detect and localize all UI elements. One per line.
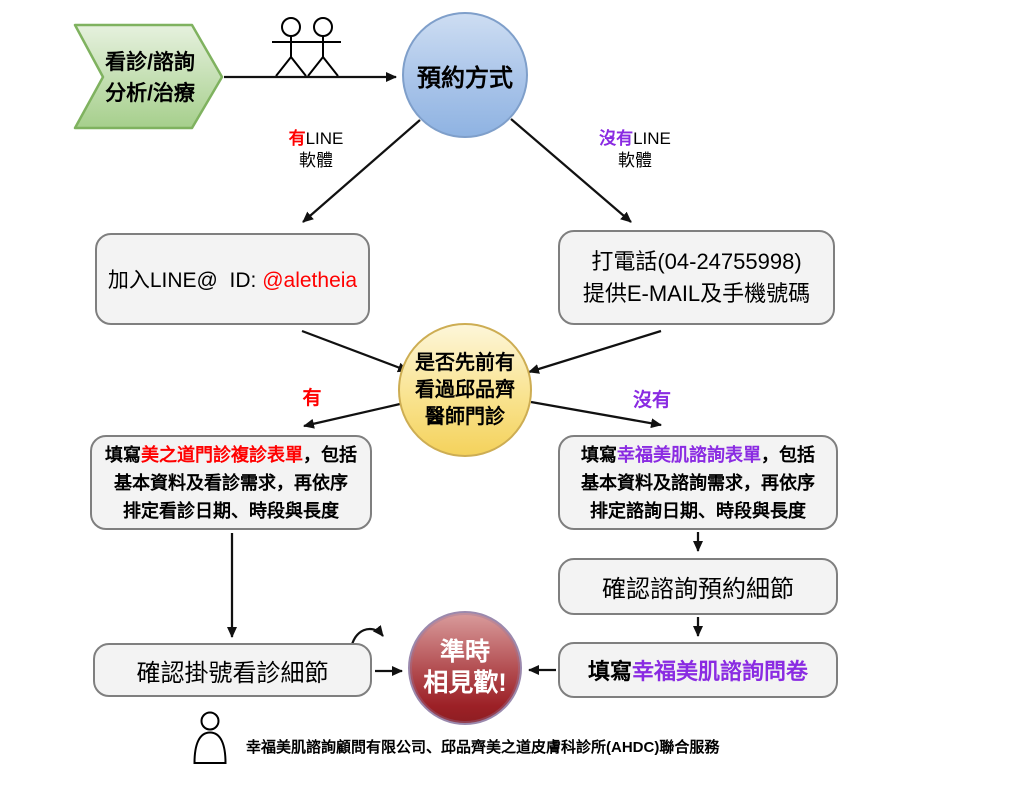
phone-line2: 提供E-MAIL及手機號碼 [582,280,811,306]
confirm-visit-box: 確認掛號看診細節 [93,643,372,697]
has-line-line2: 軟體 [299,151,333,170]
decision-circle: 是否先前有 看過邱品齊 醫師門診 [398,323,532,457]
footer-text: 幸福美肌諮詢顧問有限公司、邱品齊美之道皮膚科診所(AHDC)聯合服務 [246,739,720,756]
arrow-line-to-decision [301,329,409,373]
revisit-form-box: 填寫美之道門診複診表單，包括 基本資料及看診需求，再依序 排定看診日期、時段與長… [90,435,372,530]
person-icon [193,711,227,764]
revisit-suffix: ，包括 [303,444,357,465]
arrow-booking-to-phone [510,118,632,223]
no-line-highlight: 沒有 [599,129,634,148]
revisit-line2: 基本資料及看診需求，再依序 [114,472,348,493]
no-line-label: 沒有LINE 軟體 [580,128,690,172]
people-icon [272,17,341,77]
revisit-highlight: 美之道門診複診表單 [141,444,303,465]
join-line-prefix: 加入LINE@ ID: [107,269,263,292]
no-label: 沒有 [632,389,671,411]
meet-line2: 相見歡! [423,669,507,697]
questionnaire-highlight: 幸福美肌諮詢問卷 [632,659,809,684]
decision-line1: 是否先前有 [415,351,515,374]
no-line-rest: LINE [633,129,671,148]
revisit-prefix: 填寫 [105,444,141,465]
has-line-highlight: 有 [288,129,306,148]
phone-line1: 打電話(04-24755998) [591,248,802,274]
has-line-label: 有LINE 軟體 [262,128,370,172]
consult-prefix: 填寫 [581,444,617,465]
confirm-consult-box: 確認諮詢預約細節 [558,558,838,615]
consult-form-box: 填寫幸福美肌諮詢表單，包括 基本資料及諮詢需求，再依序 排定諮詢日期、時段與長度 [558,435,838,530]
meet-line1: 準時 [439,638,490,666]
arrow-booking-to-line [302,119,421,223]
phone-box: 打電話(04-24755998) 提供E-MAIL及手機號碼 [558,230,835,325]
arrow-decision-to-consult [530,400,662,429]
start-chevron-shape [73,23,224,130]
revisit-line3: 排定看診日期、時段與長度 [123,500,339,521]
consult-line3: 排定諮詢日期、時段與長度 [590,500,806,521]
questionnaire-prefix: 填寫 [587,659,632,684]
arrow-decision-to-revisit [303,402,401,429]
line-id-value: @aletheia [262,269,358,292]
booking-method-circle: 預約方式 [402,12,528,138]
arrow-phone-to-decision [528,329,662,374]
no-line-line2: 軟體 [618,151,652,170]
decision-line3: 醫師門診 [425,405,505,428]
questionnaire-box: 填寫幸福美肌諮詢問卷 [558,642,838,698]
decision-line2: 看過邱品齊 [415,378,515,401]
meet-circle: 準時 相見歡! [408,611,522,725]
has-line-rest: LINE [305,129,344,148]
join-line-box: 加入LINE@ ID: @aletheia [95,233,370,325]
booking-method-label: 預約方式 [417,64,513,92]
consult-suffix: ，包括 [761,444,815,465]
yes-label: 有 [302,387,322,409]
chevron-line2: 分析/治療 [105,82,195,105]
chevron-line1: 看診/諮詢 [105,51,195,74]
consult-line2: 基本資料及諮詢需求，再依序 [581,472,815,493]
consult-highlight: 幸福美肌諮詢表單 [617,444,761,465]
start-chevron: 看診/諮詢 分析/治療 [92,40,208,116]
